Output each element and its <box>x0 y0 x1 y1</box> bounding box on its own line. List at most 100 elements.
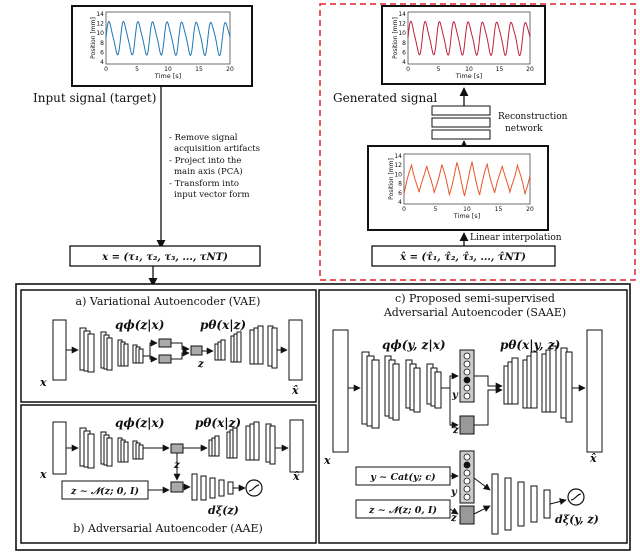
y-tick-label: 4 <box>402 59 406 66</box>
x-tick-label: 15 <box>495 206 503 213</box>
aae-network <box>52 419 304 501</box>
svg-text:- Transform into: - Transform into <box>169 179 239 189</box>
y-tick-label: 14 <box>96 11 104 18</box>
vae-xhat-label: x̂ <box>291 384 299 397</box>
svg-text:- Remove signal: - Remove signal <box>169 133 238 143</box>
saae-title-2: Adversarial Autoencoder (SAAE) <box>383 306 566 319</box>
saae-cat-prior-label: y ∼ Cat(y; c) <box>369 472 435 483</box>
vae-encoder-label: qϕ(z|x) <box>115 318 164 332</box>
vae-title: a) Variational Autoencoder (VAE) <box>76 295 261 308</box>
svg-text:- Project into the: - Project into the <box>169 156 241 166</box>
plot-axes <box>105 11 231 65</box>
x-tick-label: 5 <box>135 66 139 73</box>
y-tick-label: 6 <box>100 49 104 56</box>
x-tick-label: 0 <box>406 66 410 73</box>
vae-decoder-label: pθ(x|z) <box>200 318 246 332</box>
input-vector-box <box>69 245 261 267</box>
y-tick-label: 6 <box>402 49 406 56</box>
x-tick-label: 5 <box>437 66 441 73</box>
x-tick-label: 15 <box>195 66 203 73</box>
generated-signal-label: Generated signal <box>333 91 437 105</box>
saae-x-label: x <box>323 454 331 467</box>
vae-x-label: x <box>39 376 47 389</box>
y-tick-label: 14 <box>398 11 406 18</box>
saae-xhat-label: x̂ <box>589 452 597 465</box>
svg-text:acquisition artifacts: acquisition artifacts <box>174 144 260 154</box>
y-axis-label: Position [mm] <box>90 17 97 59</box>
aae-prior-label: z ∼ 𝒩(z; 0, I) <box>70 486 139 497</box>
aae-decoder-label: pθ(x|z) <box>195 416 241 430</box>
x-tick-label: 10 <box>463 206 471 213</box>
y-tick-label: 10 <box>398 30 406 37</box>
svg-text:main axis (PCA): main axis (PCA) <box>174 166 243 177</box>
y-tick-label: 8 <box>398 181 402 188</box>
x-tick-label: 20 <box>526 66 534 73</box>
x-tick-label: 0 <box>402 206 406 213</box>
y-tick-label: 8 <box>100 40 104 47</box>
y-tick-label: 6 <box>398 190 402 197</box>
reconstruction-network-label-1: Reconstruction <box>498 112 568 122</box>
signal-line <box>407 20 531 57</box>
y-tick-label: 10 <box>394 171 402 178</box>
saae-prior-z-label: z <box>450 513 457 524</box>
signal-line <box>105 20 231 57</box>
svg-text:input vector form: input vector form <box>174 190 250 200</box>
x-tick-label: 20 <box>226 66 234 73</box>
aae-connections <box>66 444 289 494</box>
y-tick-label: 12 <box>398 21 406 28</box>
input-vector: x = (τ₁, τ₂, τ₃, ..., τNT) <box>101 252 228 263</box>
vae-network <box>52 319 303 381</box>
vae-connections <box>66 339 288 363</box>
aae-sigmoid-icon <box>245 479 263 497</box>
saae-prior-y-label: y <box>450 487 458 498</box>
preprocessing-steps: - Remove signal acquisition artifacts - … <box>169 133 260 200</box>
saae-z-label: z <box>452 425 459 436</box>
y-tick-label: 12 <box>96 21 104 28</box>
y-axis-label: Position [mm] <box>388 158 395 200</box>
saae-y-label: y <box>451 390 459 401</box>
signal-line <box>403 160 531 197</box>
saae-discriminator-label: dξ(y, z) <box>555 513 599 526</box>
generated-signal-plot: 14 12 10 8 6 40 5 10 15 20 Position [mm] Time [s] <box>392 11 534 80</box>
input-signal-label: Input signal (target) <box>33 91 156 105</box>
y-tick-label: 4 <box>100 59 104 66</box>
y-tick-label: 14 <box>394 153 402 160</box>
output-vector-box <box>371 245 556 267</box>
saae-sigmoid-icon <box>567 488 585 506</box>
linear-interpolation-label: Linear interpolation <box>470 233 562 243</box>
generation-dashed-region <box>319 3 636 281</box>
y-tick-label: 8 <box>402 40 406 47</box>
saae-network <box>332 329 603 535</box>
aae-encoder-label: qϕ(z|x) <box>115 416 164 430</box>
y-tick-label: 10 <box>96 30 104 37</box>
x-axis-label: Time [s] <box>453 212 480 220</box>
x-axis-label: Time [s] <box>455 72 482 80</box>
aae-x-label: x <box>39 468 47 481</box>
aae-title: b) Adversarial Autoencoder (AAE) <box>73 522 263 535</box>
interpolated-signal-plot: 14 12 10 8 6 40 5 10 15 20 Position [mm] Time [s] <box>388 153 534 220</box>
x-tick-label: 10 <box>164 66 172 73</box>
x-tick-label: 20 <box>526 206 534 213</box>
vae-z-label: z <box>197 359 204 370</box>
x-tick-label: 10 <box>465 66 473 73</box>
plot-axes <box>403 153 531 205</box>
output-vector: x̂ = (τ̂₁, τ̂₂, τ̂₃, ..., τ̂NT) <box>399 252 526 263</box>
x-axis-label: Time [s] <box>154 72 181 80</box>
x-tick-label: 15 <box>496 66 504 73</box>
saae-y-latent-nodes <box>463 352 471 400</box>
saae-connections <box>348 372 586 515</box>
saae-decoder-label: pθ(x|y, z) <box>500 338 560 352</box>
x-tick-label: 5 <box>434 206 438 213</box>
saae-y-prior-nodes <box>463 453 471 501</box>
saae-gauss-prior-label: z ∼ 𝒩(z; 0, I) <box>368 505 437 516</box>
y-tick-label: 4 <box>398 199 402 206</box>
aae-xhat-label: x̂ <box>292 470 300 483</box>
saae-encoder-label: qϕ(y, z|x) <box>382 338 446 352</box>
saae-title-1: c) Proposed semi-supervised <box>395 292 555 305</box>
y-tick-label: 12 <box>394 162 402 169</box>
y-axis-label: Position [mm] <box>392 17 399 59</box>
plot-axes <box>407 11 531 65</box>
reconstruction-network-label-2: network <box>505 124 543 134</box>
